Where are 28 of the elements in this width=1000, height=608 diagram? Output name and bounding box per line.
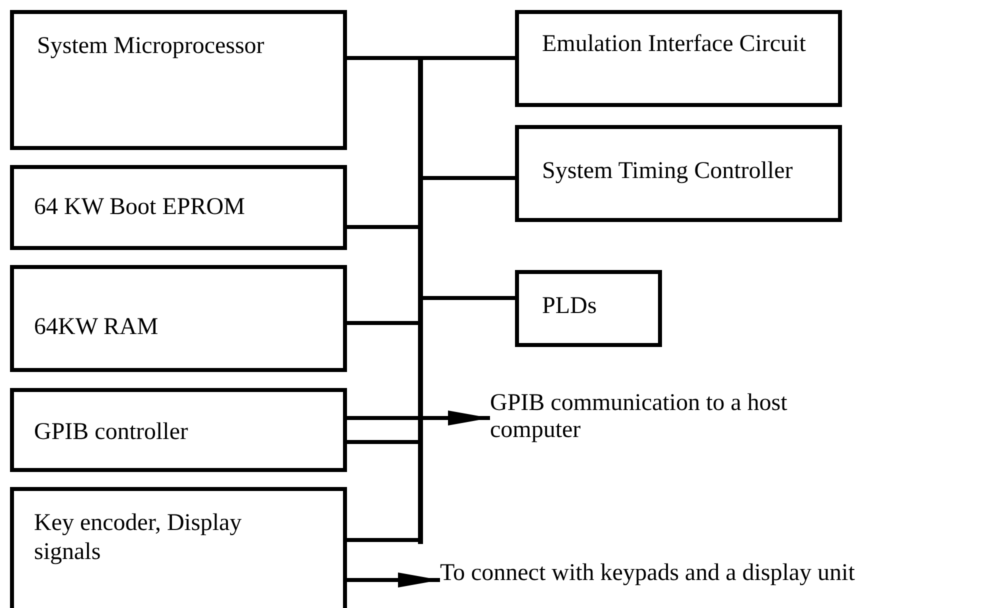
controller-box — [10, 388, 347, 472]
connector-line — [347, 440, 418, 444]
controller-box — [515, 125, 842, 222]
connector-line — [347, 538, 418, 542]
logic-box — [515, 270, 662, 347]
connector-line — [423, 176, 515, 180]
box-label: Key encoder, Display signals — [34, 509, 243, 567]
note-text: GPIB communication to a host computer — [490, 390, 810, 460]
note-text: To connect with keypads and a display unit — [440, 560, 960, 595]
memory-box — [10, 265, 347, 372]
box-label: 64KW RAM — [34, 313, 160, 342]
connector-line — [347, 321, 418, 325]
connector-line — [347, 56, 418, 60]
connector-line — [423, 296, 515, 300]
connector-line — [423, 56, 515, 60]
box-label: 64 KW Boot EPROM — [34, 193, 246, 222]
box-label: PLDs — [542, 292, 598, 321]
connector-line — [347, 225, 418, 229]
memory-box — [10, 165, 347, 250]
box-label: System Timing Controller — [542, 157, 794, 186]
circuit-box — [515, 10, 842, 107]
interface-box — [10, 487, 347, 608]
box-label: System Microprocessor — [37, 32, 266, 61]
processor-box — [10, 10, 347, 150]
box-label: GPIB controller — [34, 418, 189, 447]
box-label: Emulation Interface Circuit — [542, 30, 807, 59]
arrow — [347, 410, 490, 426]
arrow — [347, 572, 440, 588]
